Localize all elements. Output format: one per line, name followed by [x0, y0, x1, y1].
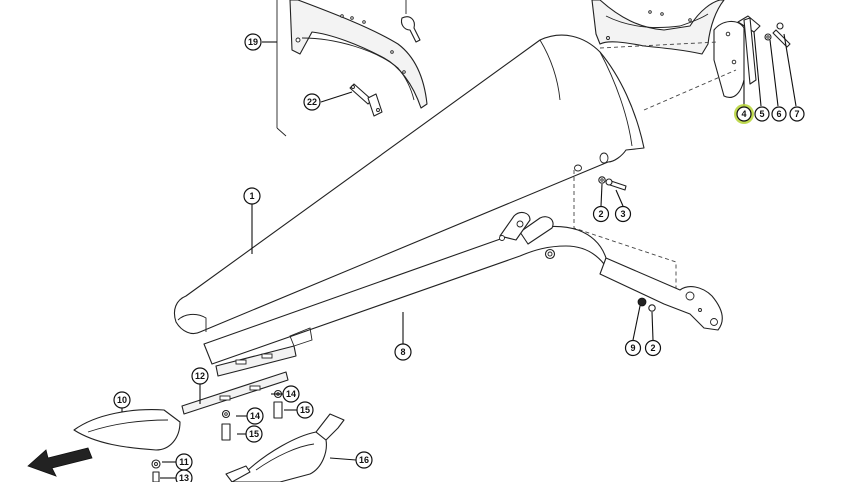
callout-16-label: 16: [359, 455, 369, 465]
shim-plates-12: [181, 345, 297, 415]
bracket-assembly-19: [276, 0, 428, 137]
callout-9: 9: [624, 339, 642, 357]
callout-2-top-label: 2: [598, 209, 603, 219]
callout-6-label: 6: [776, 109, 781, 119]
callout-4: 4: [734, 104, 754, 124]
callout-10: 10: [113, 391, 131, 409]
callout-13-label: 13: [179, 473, 189, 482]
callout-2-top: 2: [592, 205, 610, 223]
callout-11: 11: [175, 453, 193, 471]
callout-14-right: 14: [282, 385, 300, 403]
callout-16: 16: [355, 451, 373, 469]
callout-22-label: 22: [307, 97, 317, 107]
guard-bracket-16: [225, 413, 345, 482]
callout-15-left: 15: [245, 425, 263, 443]
callout-11-label: 11: [179, 457, 189, 467]
arrow-down-left-icon: [27, 447, 93, 477]
callout-14-left-label: 14: [250, 411, 260, 421]
nose-piece-10: [73, 409, 181, 451]
callout-5-label: 5: [759, 109, 764, 119]
callout-3-label: 3: [620, 209, 625, 219]
callout-12-label: 12: [195, 371, 205, 381]
callout-19-label: 19: [248, 37, 258, 47]
callout-15-left-label: 15: [249, 429, 259, 439]
bracket-assembly-right: [591, 0, 791, 98]
callout-15-right: 15: [296, 401, 314, 419]
link-plate-22: [349, 83, 383, 117]
callout-1-label: 1: [249, 191, 254, 201]
callout-8: 8: [394, 343, 412, 361]
callout-5: 5: [754, 106, 770, 122]
callout-6: 6: [771, 106, 787, 122]
callout-13: 13: [175, 469, 193, 482]
callout-12: 12: [191, 367, 209, 385]
callout-19: 19: [244, 33, 262, 51]
callout-22: 22: [303, 93, 321, 111]
callout-4-label: 4: [741, 109, 746, 119]
callout-7-label: 7: [794, 109, 799, 119]
callout-14-right-label: 14: [286, 389, 296, 399]
callout-7: 7: [789, 106, 805, 122]
callout-3: 3: [614, 205, 632, 223]
callout-9-label: 9: [630, 343, 635, 353]
callout-15-right-label: 15: [300, 405, 310, 415]
callout-8-label: 8: [400, 347, 405, 357]
callout-1: 1: [243, 187, 261, 205]
callout-2-bottom-label: 2: [650, 343, 655, 353]
leader-lines: [121, 31, 797, 479]
callout-14-left: 14: [246, 407, 264, 425]
callout-2-bottom: 2: [644, 339, 662, 357]
conical-cover-1: [173, 34, 737, 350]
support-arm-8: [203, 211, 723, 365]
callout-10-label: 10: [117, 395, 127, 405]
bolt-and-washer-top: [598, 176, 627, 191]
fastener-group: [151, 389, 283, 482]
